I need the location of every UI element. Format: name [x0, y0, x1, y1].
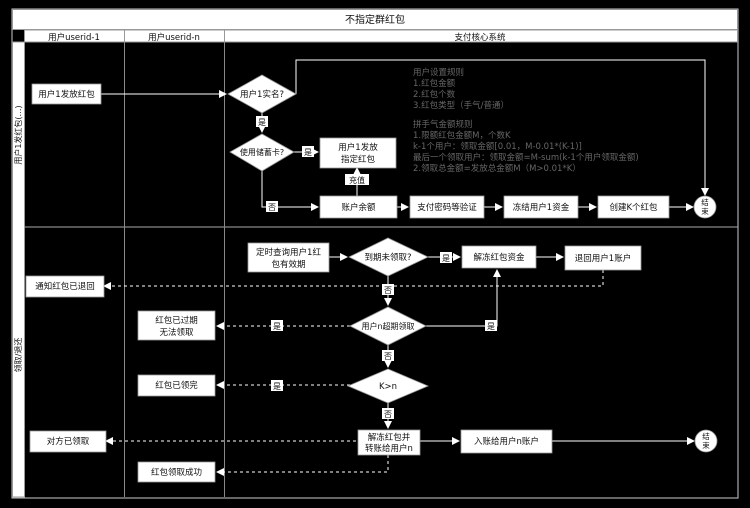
note-line-1: 1.红包金额 [413, 78, 456, 89]
node-done [137, 374, 216, 397]
node-card [229, 133, 295, 172]
node-kn [346, 368, 430, 404]
label-realname-yes: 是 [258, 118, 266, 127]
node-create-text: 创建K个红包 [609, 202, 658, 213]
edge-labels: 是 是 否 充值 是 否 是 是 否 是 否 [256, 116, 497, 419]
node-expired-q-text: 到期未领取? [364, 252, 411, 263]
label-over-yes-right: 是 [487, 322, 495, 331]
label-card-no: 否 [268, 203, 276, 212]
node-done-text: 红包已领完 [155, 380, 198, 391]
node-refund-text: 退回用户1账户 [575, 253, 631, 264]
column-label-usern: 用户userid-n [148, 32, 200, 43]
node-query-text-2: 包有效期 [271, 259, 305, 270]
note-line-5: 拼手气金额规则 [413, 119, 473, 130]
note-line-9: 2.领取总金额=发放总金额M（M>0.01*K） [413, 163, 581, 174]
node-end1 [693, 195, 717, 219]
node-end1-text-2: 束 [701, 207, 709, 216]
node-freeze [503, 195, 579, 219]
node-balance-text: 账户余额 [341, 202, 376, 213]
note-line-6: 1.限额红包金额M，个数K [413, 130, 511, 141]
node-kn-text: K>n [379, 382, 397, 392]
edge-over-unfreeze [426, 269, 501, 327]
nodes [25, 74, 718, 483]
label-kn-no: 否 [384, 410, 392, 419]
node-success-text: 红包领取成功 [151, 467, 202, 478]
node-pwd [409, 195, 485, 219]
node-pwd-text: 支付密码等验证 [417, 202, 477, 213]
node-card-text: 使用储蓄卡? [240, 147, 284, 157]
edge-transfer-success [216, 455, 389, 476]
note-line-8: 最后一个领取用户：领取金额=M-sum(k-1个用户领取金额) [413, 152, 639, 163]
label-expired-no: 否 [384, 286, 392, 295]
node-over-q [349, 306, 427, 346]
node-create [597, 195, 670, 219]
node-expired-q [348, 237, 429, 277]
node-query [247, 242, 330, 273]
column-header-core [224, 29, 738, 43]
label-over-no: 否 [384, 352, 392, 361]
lane-label-strip [12, 41, 25, 498]
edge-refund-notify [103, 270, 604, 290]
column-label-user1: 用户userid-1 [48, 32, 100, 43]
node-freeze-text: 冻结用户1资金 [513, 202, 570, 213]
node-issue-text-1: 用户1发放 [338, 142, 378, 153]
node-expired-msg-text-1: 红包已过期 [155, 315, 198, 326]
label-topup: 充值 [349, 175, 365, 185]
node-send-text: 用户1发放红包 [38, 89, 95, 100]
node-issue-text-2: 指定红包 [341, 154, 376, 165]
node-over-q-text: 用户n超期领取 [361, 321, 414, 331]
column-label-core: 支付核心系统 [454, 32, 506, 43]
note-line-2: 2.红包个数 [413, 89, 456, 100]
node-realname [227, 74, 297, 114]
node-expired-msg-text-2: 无法领取 [159, 327, 194, 338]
node-balance [319, 195, 398, 219]
node-other [29, 430, 107, 453]
node-issue [319, 137, 397, 169]
edge-card-balance [261, 171, 319, 211]
node-end2-text-1: 结 [702, 431, 710, 441]
diagram-title: 不指定群红包 [345, 13, 405, 26]
label-kn-yes: 是 [273, 382, 281, 391]
node-notify-text: 通知红包已退回 [35, 281, 95, 292]
node-refund [564, 245, 642, 271]
node-end2-text-2: 束 [702, 441, 710, 450]
node-expired-msg [137, 310, 216, 341]
node-other-text: 对方已领取 [47, 436, 90, 447]
note-line-0: 用户设置规则 [413, 67, 464, 78]
lane-label-receive: 领取/退还 [13, 338, 23, 373]
label-over-yes: 是 [273, 322, 281, 331]
node-query-text-1: 定时查询用户1红 [256, 247, 321, 258]
lane-label-send: 用户1发红包(…) [13, 105, 23, 164]
rules-note: 用户设置规则 1.红包金额 2.红包个数 3.红包类型（手气/普通） 拼手气金额… [413, 67, 639, 174]
node-end2 [694, 429, 718, 453]
label-card-yes: 是 [304, 148, 312, 157]
node-transfer-text-1: 解冻红包并 [368, 432, 411, 443]
node-transfer-text-2: 转账给用户n [365, 443, 413, 454]
node-unfreeze-text: 解冻红包资金 [473, 252, 525, 263]
label-expired-yes: 是 [442, 254, 450, 263]
node-notify [25, 275, 105, 298]
note-line-7: k-1个用户：领取金额[0.01，M-0.01*(K-1)] [413, 141, 582, 152]
node-transfer [357, 429, 421, 456]
node-credit [460, 429, 553, 454]
node-unfreeze [461, 245, 537, 269]
node-credit-text: 入账给用户n账户 [474, 436, 539, 447]
node-success [137, 461, 216, 483]
node-end1-text-1: 结 [701, 197, 709, 207]
edge-realname-no-end [295, 59, 709, 196]
node-realname-text: 用户1实名? [240, 89, 284, 100]
note-line-3: 3.红包类型（手气/普通） [413, 100, 509, 111]
node-send [31, 83, 102, 105]
